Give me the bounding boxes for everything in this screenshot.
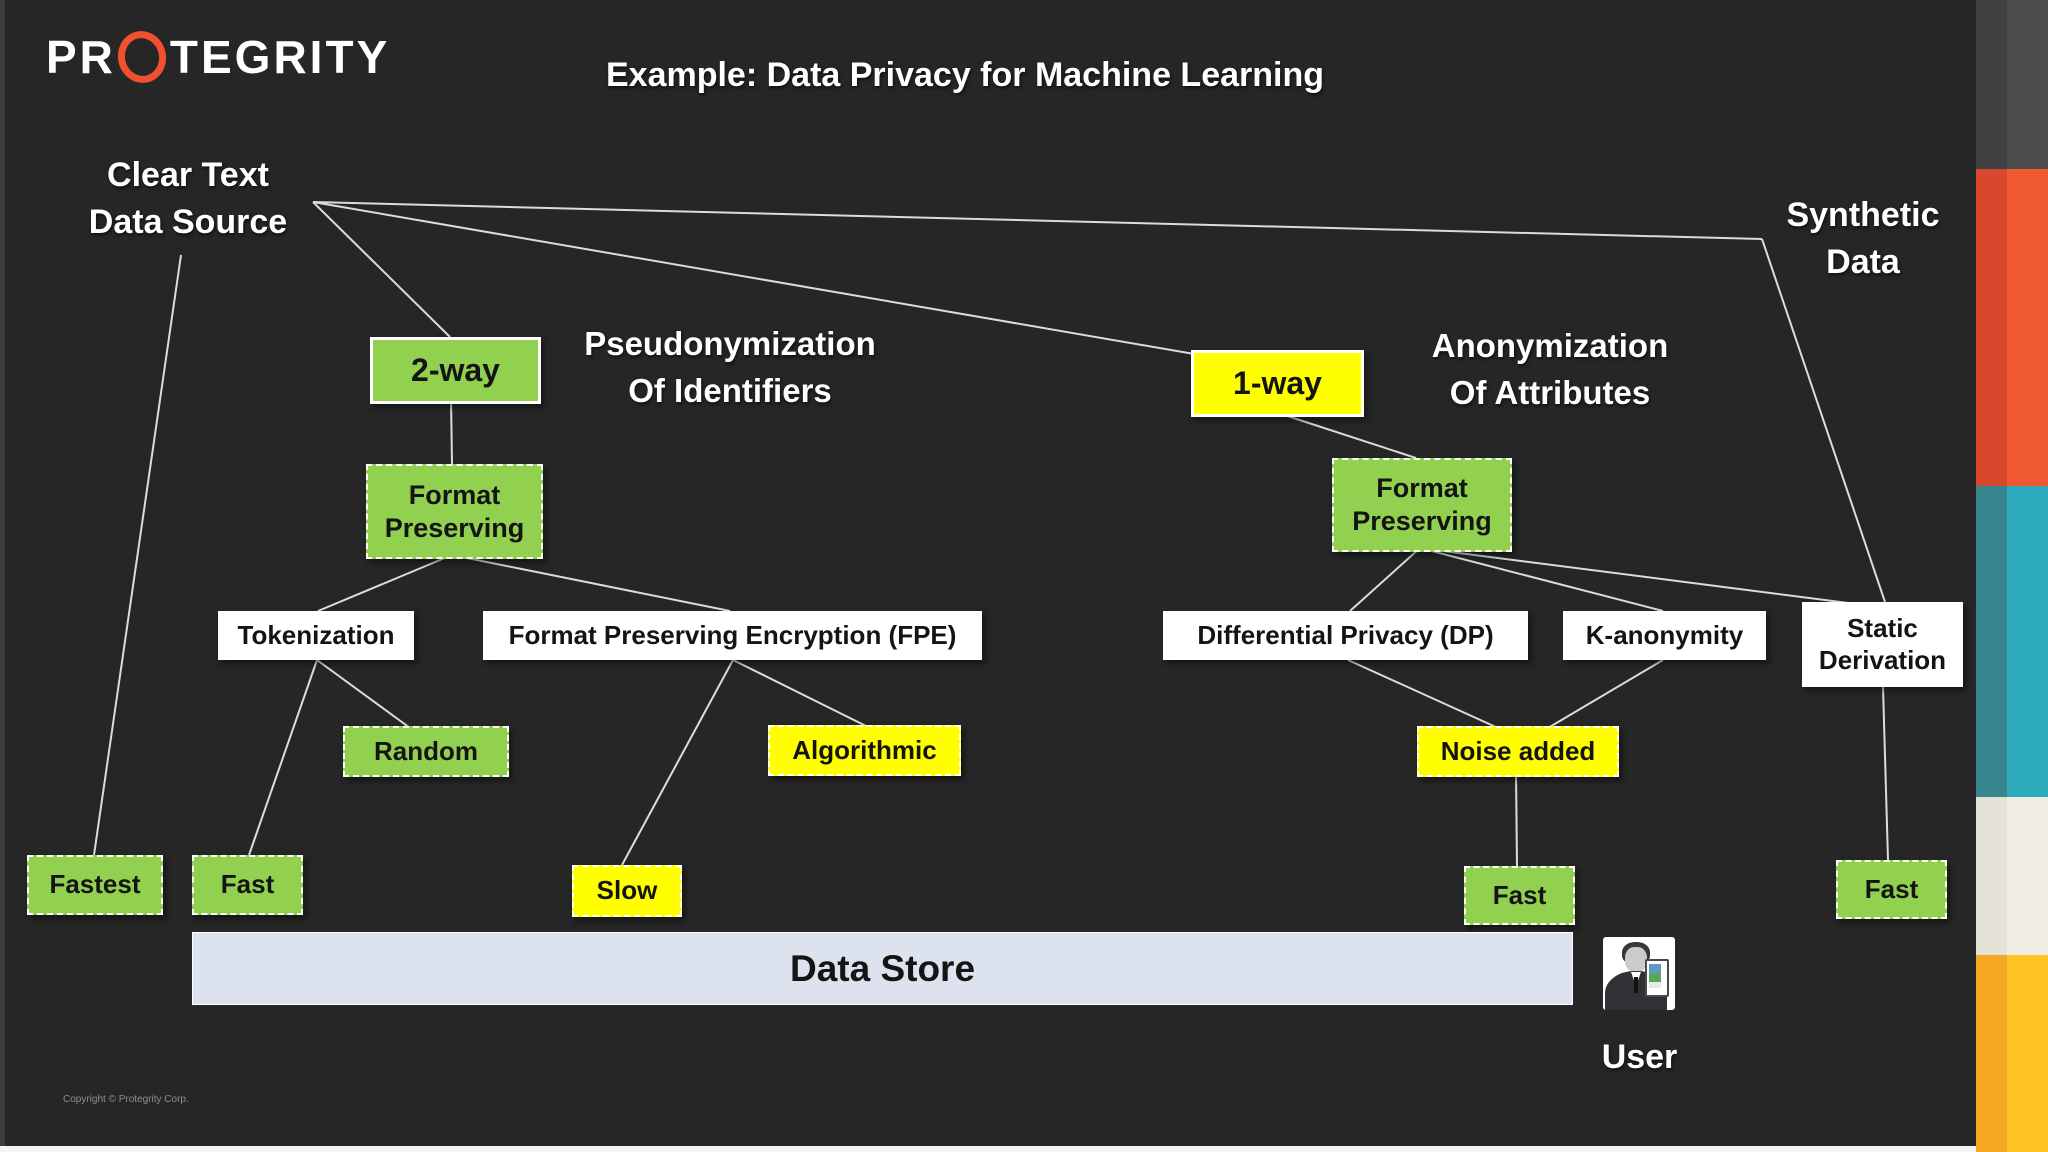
- logo-text-rest: TEGRITY: [169, 31, 391, 83]
- node-fast-static: Fast: [1836, 860, 1947, 919]
- accent-strip-gray: [1976, 0, 2048, 169]
- synthetic-line1: Synthetic: [1786, 196, 1940, 234]
- logo-text-pr: PR: [46, 31, 116, 83]
- node-2-way: 2-way: [370, 337, 541, 404]
- node-fpe: Format Preserving Encryption (FPE): [483, 611, 982, 660]
- clear-text-line2: Data Source: [88, 203, 288, 241]
- fp-left-line2: Preserving: [384, 512, 525, 543]
- accent-strip-orange: [1976, 169, 2048, 486]
- accent-strip-teal: [1976, 486, 2048, 797]
- slide-title: Example: Data Privacy for Machine Learni…: [605, 56, 1325, 94]
- node-algorithmic: Algorithmic: [768, 725, 961, 776]
- user-icon-tie: [1634, 977, 1638, 993]
- pseudonymization-label: Pseudonymization Of Identifiers: [540, 320, 920, 414]
- fp-right-line1: Format: [1376, 473, 1468, 504]
- node-tokenization: Tokenization: [218, 611, 414, 660]
- pseudonymization-line1: Pseudonymization: [584, 325, 876, 362]
- node-slow: Slow: [572, 865, 682, 917]
- logo-o-ring-icon: O: [113, 26, 171, 88]
- copyright-text: Copyright © Protegrity Corp.: [63, 1094, 189, 1105]
- user-label: User: [1601, 1038, 1678, 1076]
- static-derivation-line2: Derivation: [1818, 644, 1947, 675]
- data-store-bar: Data Store: [192, 932, 1573, 1005]
- clear-text-data-source-label: Clear Text Data Source: [58, 152, 318, 246]
- fp-right-line2: Preserving: [1352, 506, 1492, 536]
- node-format-preserving-left: Format Preserving: [366, 464, 543, 559]
- anonymization-line2: Of Attributes: [1449, 374, 1651, 411]
- user-icon-tablet: [1645, 959, 1669, 997]
- accent-strip-cream: [1976, 797, 2048, 955]
- node-k-anonymity: K-anonymity: [1563, 611, 1766, 660]
- node-differential-privacy: Differential Privacy (DP): [1163, 611, 1528, 660]
- pseudonymization-line2: Of Identifiers: [628, 372, 832, 409]
- protegrity-logo: PR O TEGRITY: [46, 26, 391, 88]
- fp-left-line1: Format: [408, 479, 501, 510]
- node-fast-tokenization: Fast: [192, 855, 303, 915]
- node-format-preserving-right: Format Preserving: [1332, 458, 1512, 552]
- anonymization-label: Anonymization Of Attributes: [1360, 322, 1740, 416]
- node-static-derivation: Static Derivation: [1802, 602, 1963, 687]
- slide-bottom-edge: [0, 1146, 1976, 1152]
- node-1-way: 1-way: [1191, 350, 1364, 417]
- user-icon-face: [1625, 947, 1647, 972]
- node-fastest: Fastest: [27, 855, 163, 915]
- user-icon-tablet-screen: [1649, 964, 1661, 988]
- anonymization-line1: Anonymization: [1431, 327, 1669, 364]
- slide-left-edge: [0, 0, 5, 1152]
- node-fast-noise: Fast: [1464, 866, 1575, 925]
- synthetic-data-label: Synthetic Data: [1768, 192, 1958, 286]
- clear-text-line1: Clear Text: [107, 156, 269, 194]
- accent-strip-amber: [1976, 955, 2048, 1152]
- static-derivation-line1: Static: [1847, 612, 1918, 643]
- synthetic-line2: Data: [1826, 243, 1900, 281]
- node-random: Random: [343, 726, 509, 777]
- user-icon: [1603, 937, 1675, 1010]
- node-noise-added: Noise added: [1417, 726, 1619, 777]
